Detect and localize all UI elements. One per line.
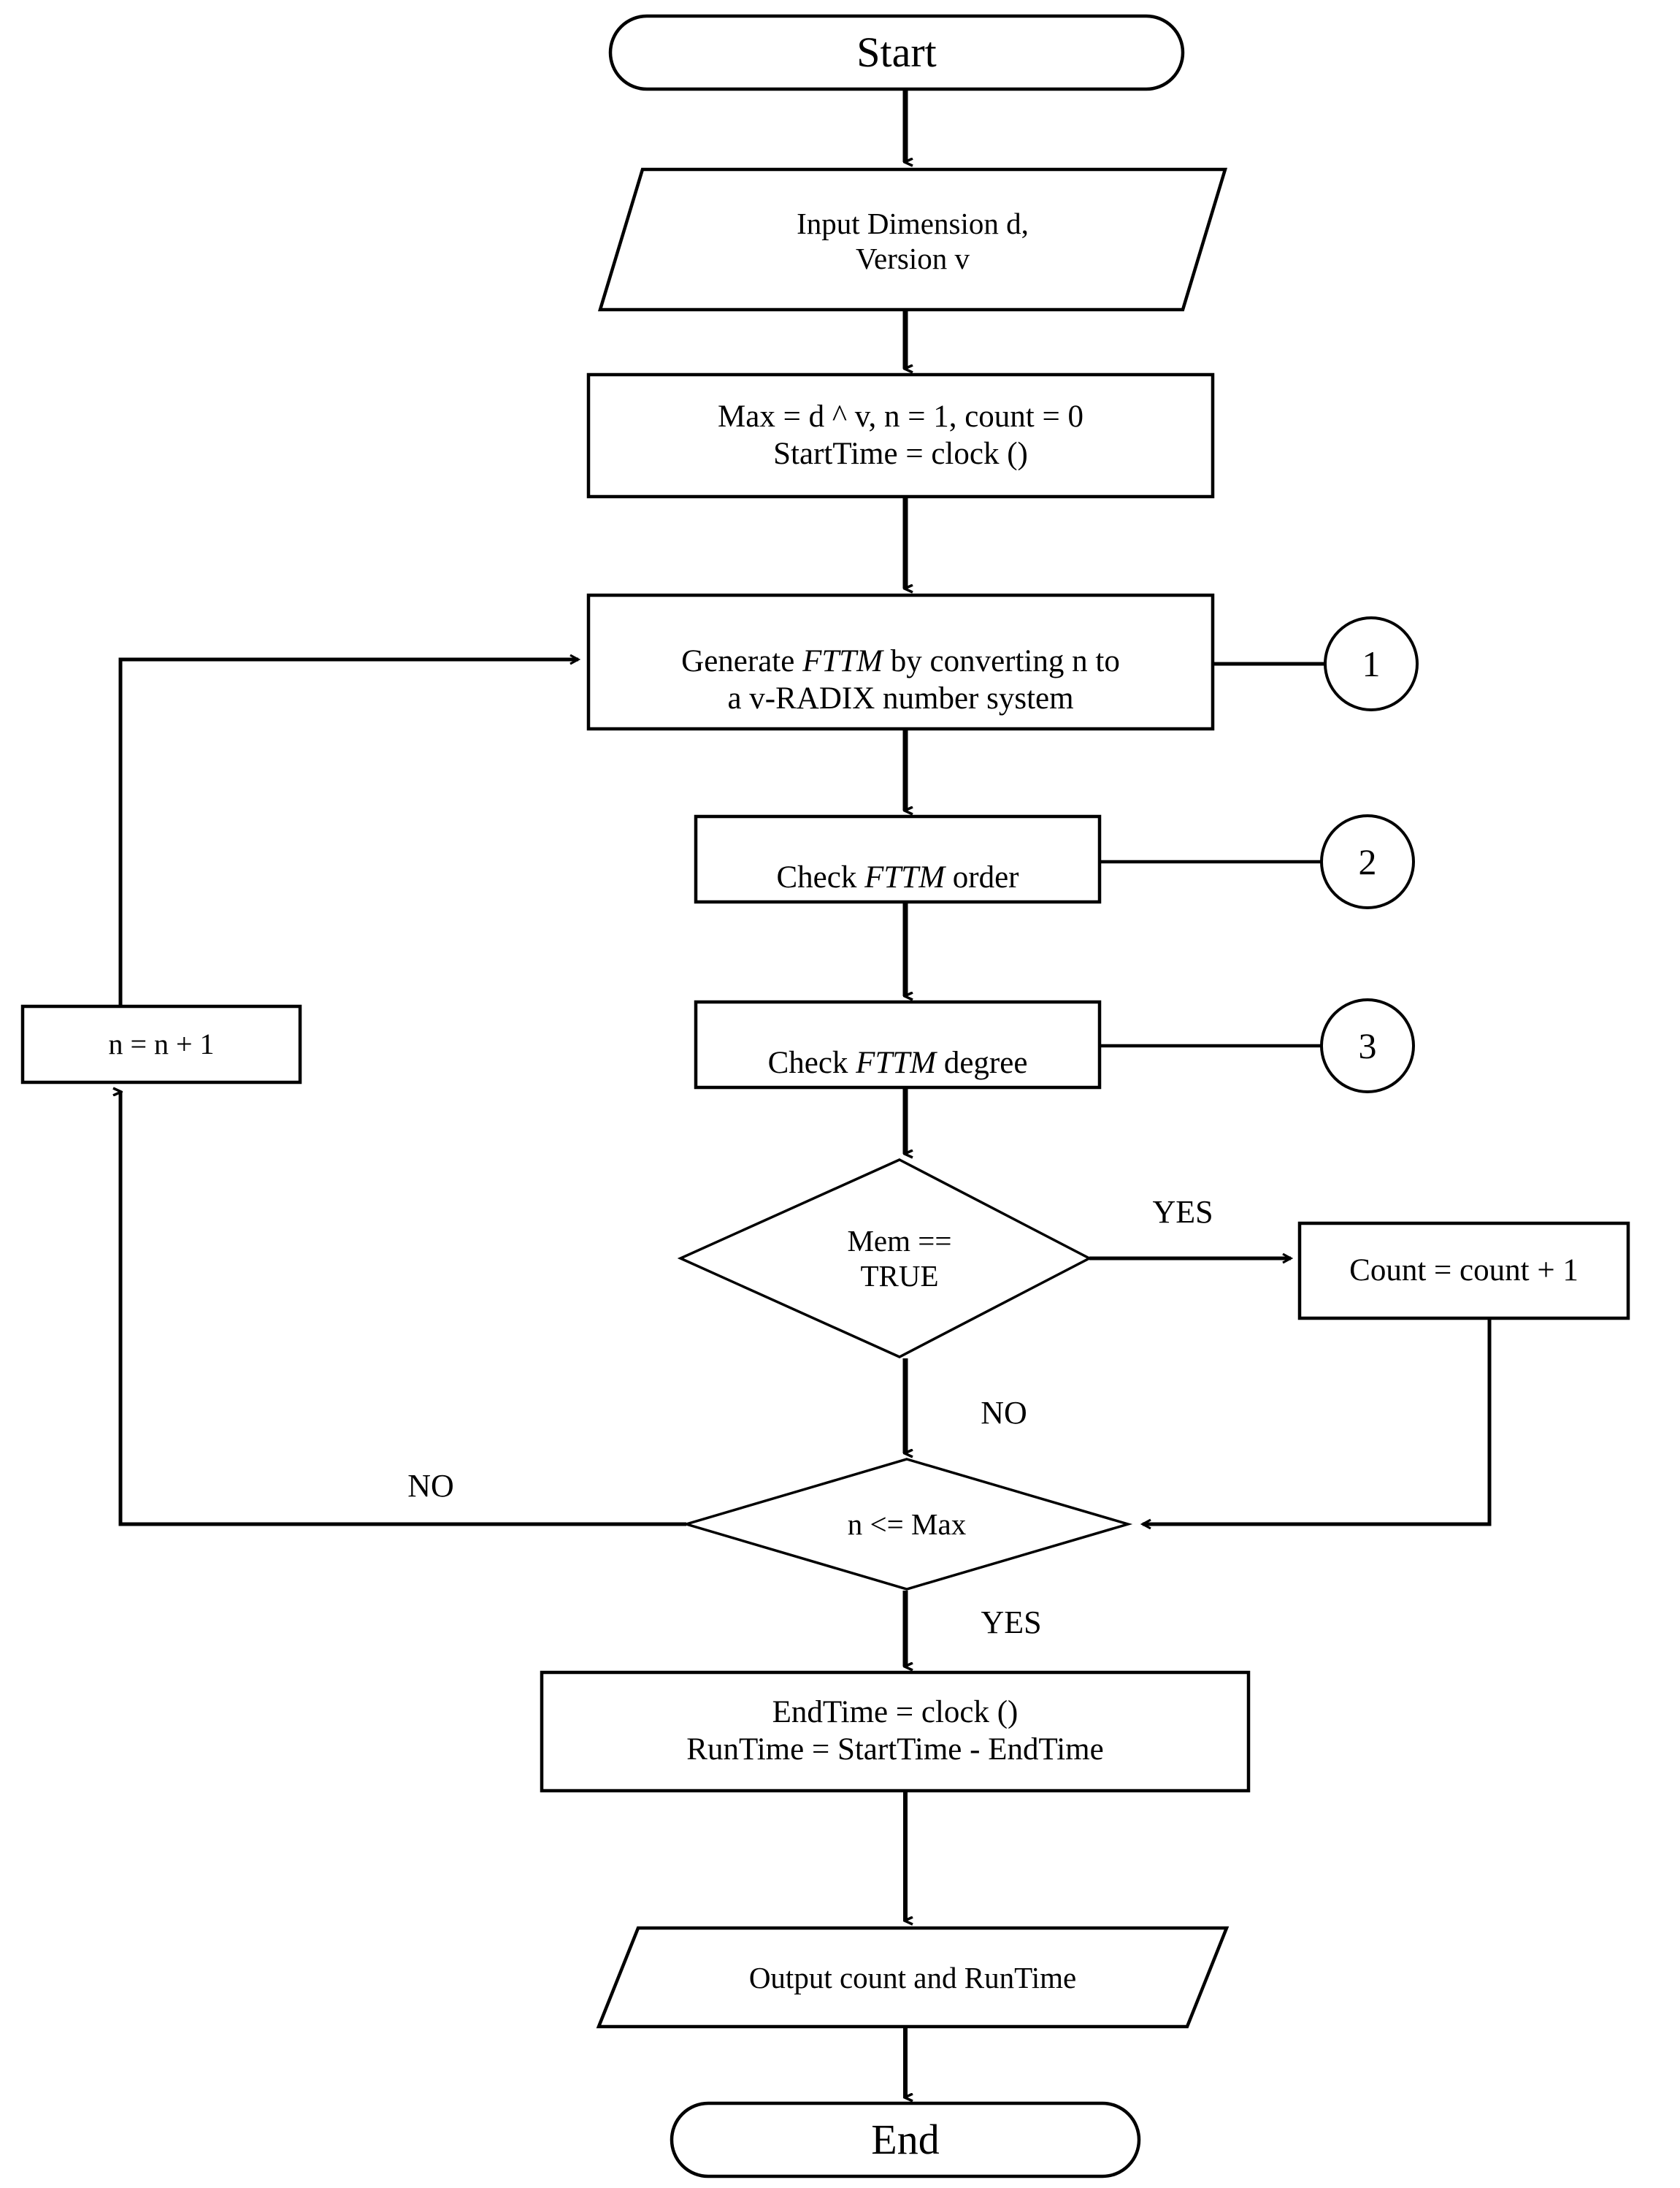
edge-n-max-no-to-increment-n <box>120 1092 686 1526</box>
edge-increment-n-to-generate <box>118 659 578 1006</box>
check-degree-process-shape <box>694 1000 1102 1090</box>
generate-process-shape <box>586 593 1215 731</box>
edge-count-back-to-n-max <box>1143 1318 1492 1524</box>
n-max-decision-shape <box>681 1458 1133 1591</box>
init-process-shape <box>586 372 1215 499</box>
check-order-process-shape <box>694 814 1102 904</box>
end-time-process-shape <box>540 1670 1251 1793</box>
mem-decision-shape <box>677 1158 1092 1358</box>
end-terminal-shape <box>670 2101 1141 2179</box>
connector-circle-one <box>1324 616 1419 711</box>
output-io-shape <box>596 1926 1230 2029</box>
count-increment-process-shape <box>1297 1221 1630 1320</box>
increment-n-process-shape <box>20 1004 302 1085</box>
connector-circle-two <box>1320 814 1415 909</box>
start-terminal-shape <box>608 14 1185 91</box>
connector-circle-three <box>1320 998 1415 1093</box>
input-io-shape <box>597 167 1228 312</box>
